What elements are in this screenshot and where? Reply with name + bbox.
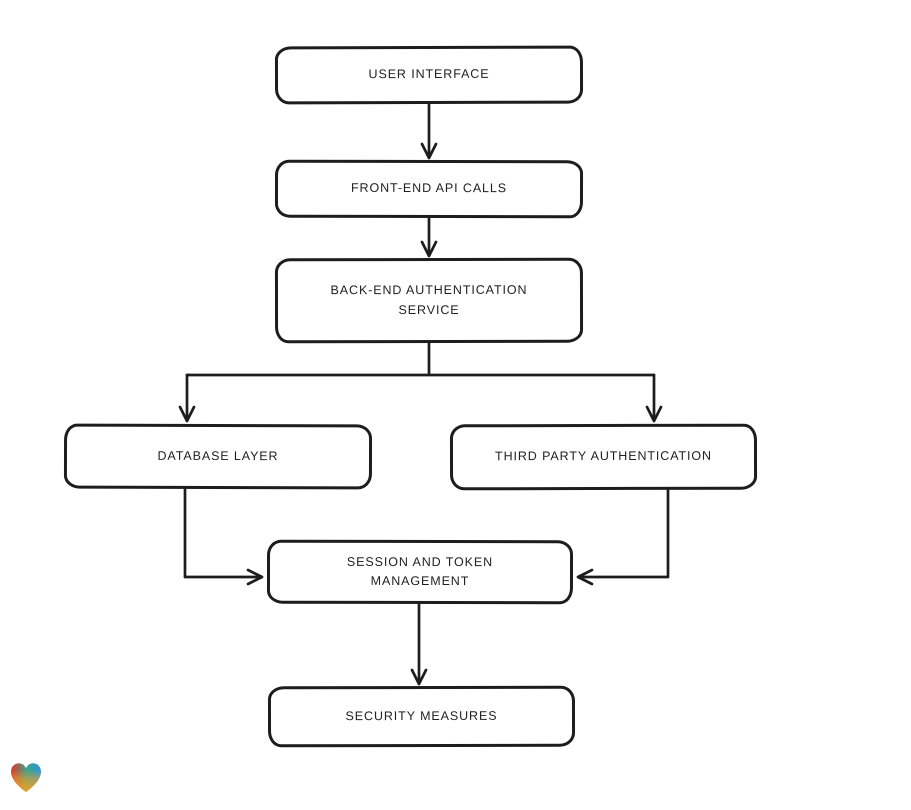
- node-label: BACK-END AUTHENTICATION SERVICE: [330, 282, 528, 317]
- arrowhead-down-icon: [645, 405, 663, 423]
- edge-database-layer-to-session-management: [183, 486, 264, 586]
- node-back-end-authentication-service[interactable]: BACK-END AUTHENTICATION SERVICE: [274, 257, 584, 344]
- node-label: THIRD PARTY AUTHENTICATION: [495, 449, 712, 464]
- node-session-and-token-management[interactable]: SESSION AND TOKEN MANAGEMENT: [266, 539, 574, 605]
- heart-logo-icon: [11, 763, 41, 792]
- arrowhead-down-icon: [178, 405, 196, 423]
- arrowhead-down-icon: [420, 240, 438, 258]
- edge-branch-to-database-layer: [178, 373, 196, 423]
- arrowhead-left-icon: [576, 568, 594, 586]
- node-database-layer[interactable]: DATABASE LAYER: [63, 423, 373, 490]
- edge-session-management-to-security-measures: [410, 601, 428, 686]
- node-security-measures[interactable]: SECURITY MEASURES: [267, 685, 576, 748]
- edge-third-party-to-session-management: [576, 487, 670, 586]
- node-label: SECURITY MEASURES: [345, 708, 498, 723]
- arrowhead-down-icon: [420, 142, 438, 160]
- node-front-end-api-calls[interactable]: FRONT-END API CALLS: [274, 159, 584, 219]
- edge-backend-branch-trunk: [185, 340, 656, 377]
- edge-branch-to-third-party-authentication: [645, 373, 663, 423]
- node-third-party-authentication[interactable]: THIRD PARTY AUTHENTICATION: [449, 423, 758, 491]
- edge-user-interface-to-front-end-api-calls: [420, 101, 438, 160]
- node-user-interface[interactable]: USER INTERFACE: [274, 45, 584, 105]
- arrowhead-down-icon: [410, 668, 428, 686]
- node-label: DATABASE LAYER: [157, 448, 279, 463]
- node-label: SESSION AND TOKEN MANAGEMENT: [346, 554, 494, 589]
- node-label: FRONT-END API CALLS: [350, 181, 508, 196]
- node-label: USER INTERFACE: [368, 67, 490, 82]
- edge-front-end-api-calls-to-back-end-authentication-service: [420, 215, 438, 258]
- arrowhead-right-icon: [246, 568, 264, 586]
